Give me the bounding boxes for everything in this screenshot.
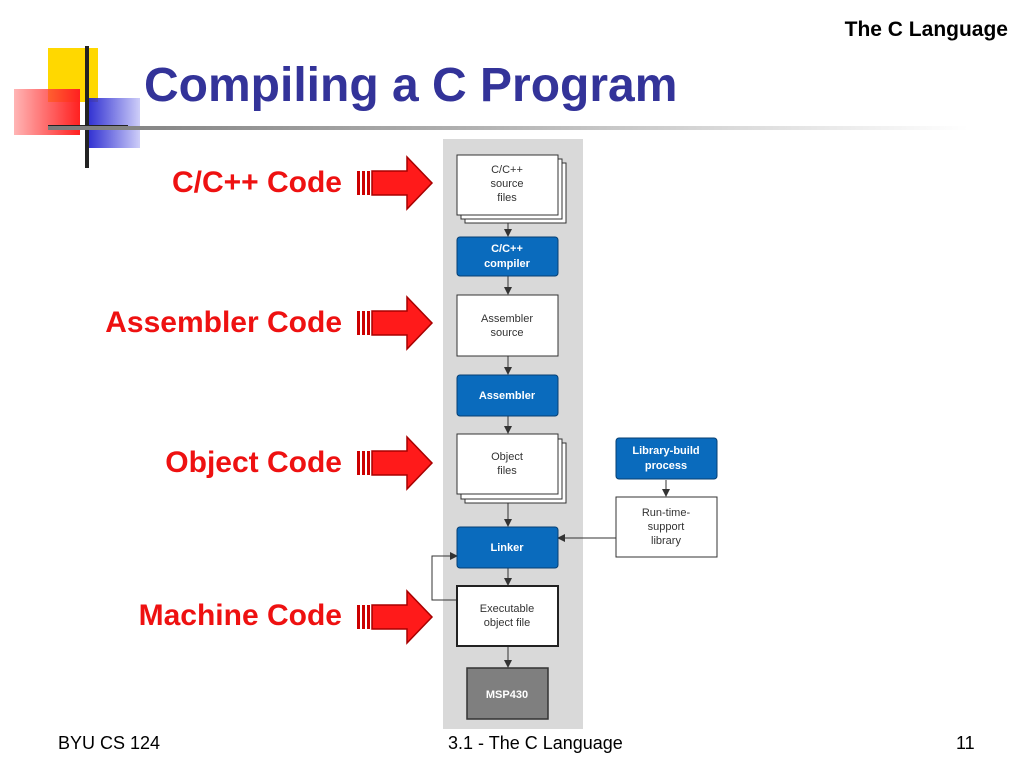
assembler-source-box: Assembler source — [456, 294, 559, 357]
arrow-icon — [357, 295, 434, 351]
arrow-icon — [357, 155, 434, 211]
runtime-library-line-2: support — [648, 521, 685, 533]
assembler-label: Assembler — [479, 390, 536, 402]
library-build-line-2: process — [645, 460, 687, 472]
code-label-assembler-code: Assembler Code — [105, 306, 342, 339]
executable-line-2: object file — [484, 617, 530, 629]
source-files-line-2: source — [490, 178, 523, 190]
object-files-line-2: files — [497, 465, 517, 477]
title-decoration-blue-square — [86, 98, 140, 148]
source-files-line-3: files — [497, 192, 517, 204]
compiler-box: C/C++ compiler — [456, 236, 559, 277]
title-decoration-vertical-line — [85, 46, 89, 168]
arrow-icon — [357, 589, 434, 645]
object-files-box: Object files — [456, 433, 567, 504]
object-files-line-1: Object — [491, 451, 523, 463]
arrow-icon — [357, 435, 434, 491]
title-rule — [48, 126, 968, 130]
msp430-box: MSP430 — [466, 667, 549, 720]
code-label-object-code: Object Code — [165, 446, 342, 479]
header-label: The C Language — [844, 18, 1008, 41]
footer-page-number: 11 — [956, 733, 975, 753]
slide-title: Compiling a C Program — [144, 59, 678, 112]
source-files-line-1: C/C++ — [491, 164, 523, 176]
assembler-box: Assembler — [456, 374, 559, 417]
linker-label: Linker — [490, 542, 524, 554]
executable-line-1: Executable — [480, 603, 534, 615]
footer-topic: 3.1 - The C Language — [448, 733, 623, 753]
code-label-machine-code: Machine Code — [138, 599, 342, 632]
assembler-source-line-2: source — [490, 327, 523, 339]
code-label-c-code: C/C++ Code — [171, 166, 342, 199]
runtime-library-line-1: Run-time- — [642, 507, 691, 519]
library-build-line-1: Library-build — [632, 445, 699, 457]
msp430-label: MSP430 — [486, 689, 528, 701]
executable-box: Executable object file — [456, 585, 559, 647]
compiler-line-1: C/C++ — [491, 243, 523, 255]
footer-course: BYU CS 124 — [58, 733, 161, 753]
flow-connectors — [431, 223, 670, 668]
assembler-source-line-1: Assembler — [481, 313, 533, 325]
compiler-line-2: compiler — [484, 258, 531, 270]
runtime-library-line-3: library — [651, 535, 681, 547]
runtime-library-box: Run-time- support library — [615, 496, 718, 558]
library-build-box: Library-build process — [615, 437, 718, 480]
source-files-box: C/C++ source files — [456, 154, 567, 224]
linker-box: Linker — [456, 526, 559, 569]
